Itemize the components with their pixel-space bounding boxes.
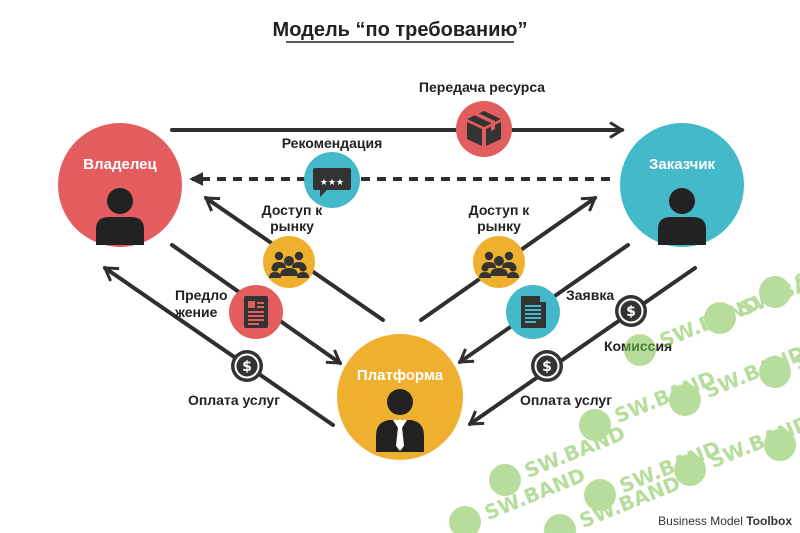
document-icon [244,296,268,328]
label-offer-line2: жение [174,304,218,320]
node-owner: Владелец [58,123,182,247]
svg-text:SW.BAND: SW.BAND [706,411,800,473]
label-payment-right: Оплата услуг [520,392,612,408]
label-offer-line1: Предло [175,287,228,303]
svg-text:SW.BAND: SW.BAND [701,341,800,403]
chat-bubble-icon: ★★★ [313,168,351,197]
request-badge [506,285,560,339]
dollar-coin-icon [614,294,648,328]
label-market-access-left-line2: рынку [270,218,314,234]
document-icon [521,296,546,328]
recommendation-badge: ★★★ [304,152,360,208]
svg-text:★★★: ★★★ [320,178,344,188]
label-request: Заявка [566,287,614,303]
resource-box-badge [456,101,512,157]
node-customer-label: Заказчик [649,156,716,173]
node-owner-label: Владелец [83,156,157,173]
arrow-payment-right [467,266,697,426]
node-customer: Заказчик [620,123,744,247]
offer-badge [229,285,283,339]
businessman-icon [376,389,424,452]
label-recommendation: Рекомендация [282,135,383,151]
svg-text:SW.BAND: SW.BAND [656,291,764,353]
node-platform: Платформа [337,334,463,460]
label-market-access-right-line1: Доступ к [469,202,531,218]
box-icon [467,111,501,146]
dollar-coin-icon [230,349,264,383]
svg-text:SW.BAND: SW.BAND [611,366,719,428]
label-market-access-right-line2: рынку [477,218,521,234]
label-resource-transfer: Передача ресурса [419,79,545,95]
dollar-coin-icon [530,349,564,383]
label-market-access-left-line1: Доступ к [262,202,324,218]
footer-brand: Business Model Toolbox [658,514,792,528]
diagram-title: Модель “по требованию” [273,19,528,41]
label-payment-left: Оплата услуг [188,392,280,408]
arrow-payment-left [102,266,335,427]
market-access-left-badge [263,236,315,288]
market-access-right-badge [473,236,525,288]
node-platform-label: Платформа [357,367,444,384]
